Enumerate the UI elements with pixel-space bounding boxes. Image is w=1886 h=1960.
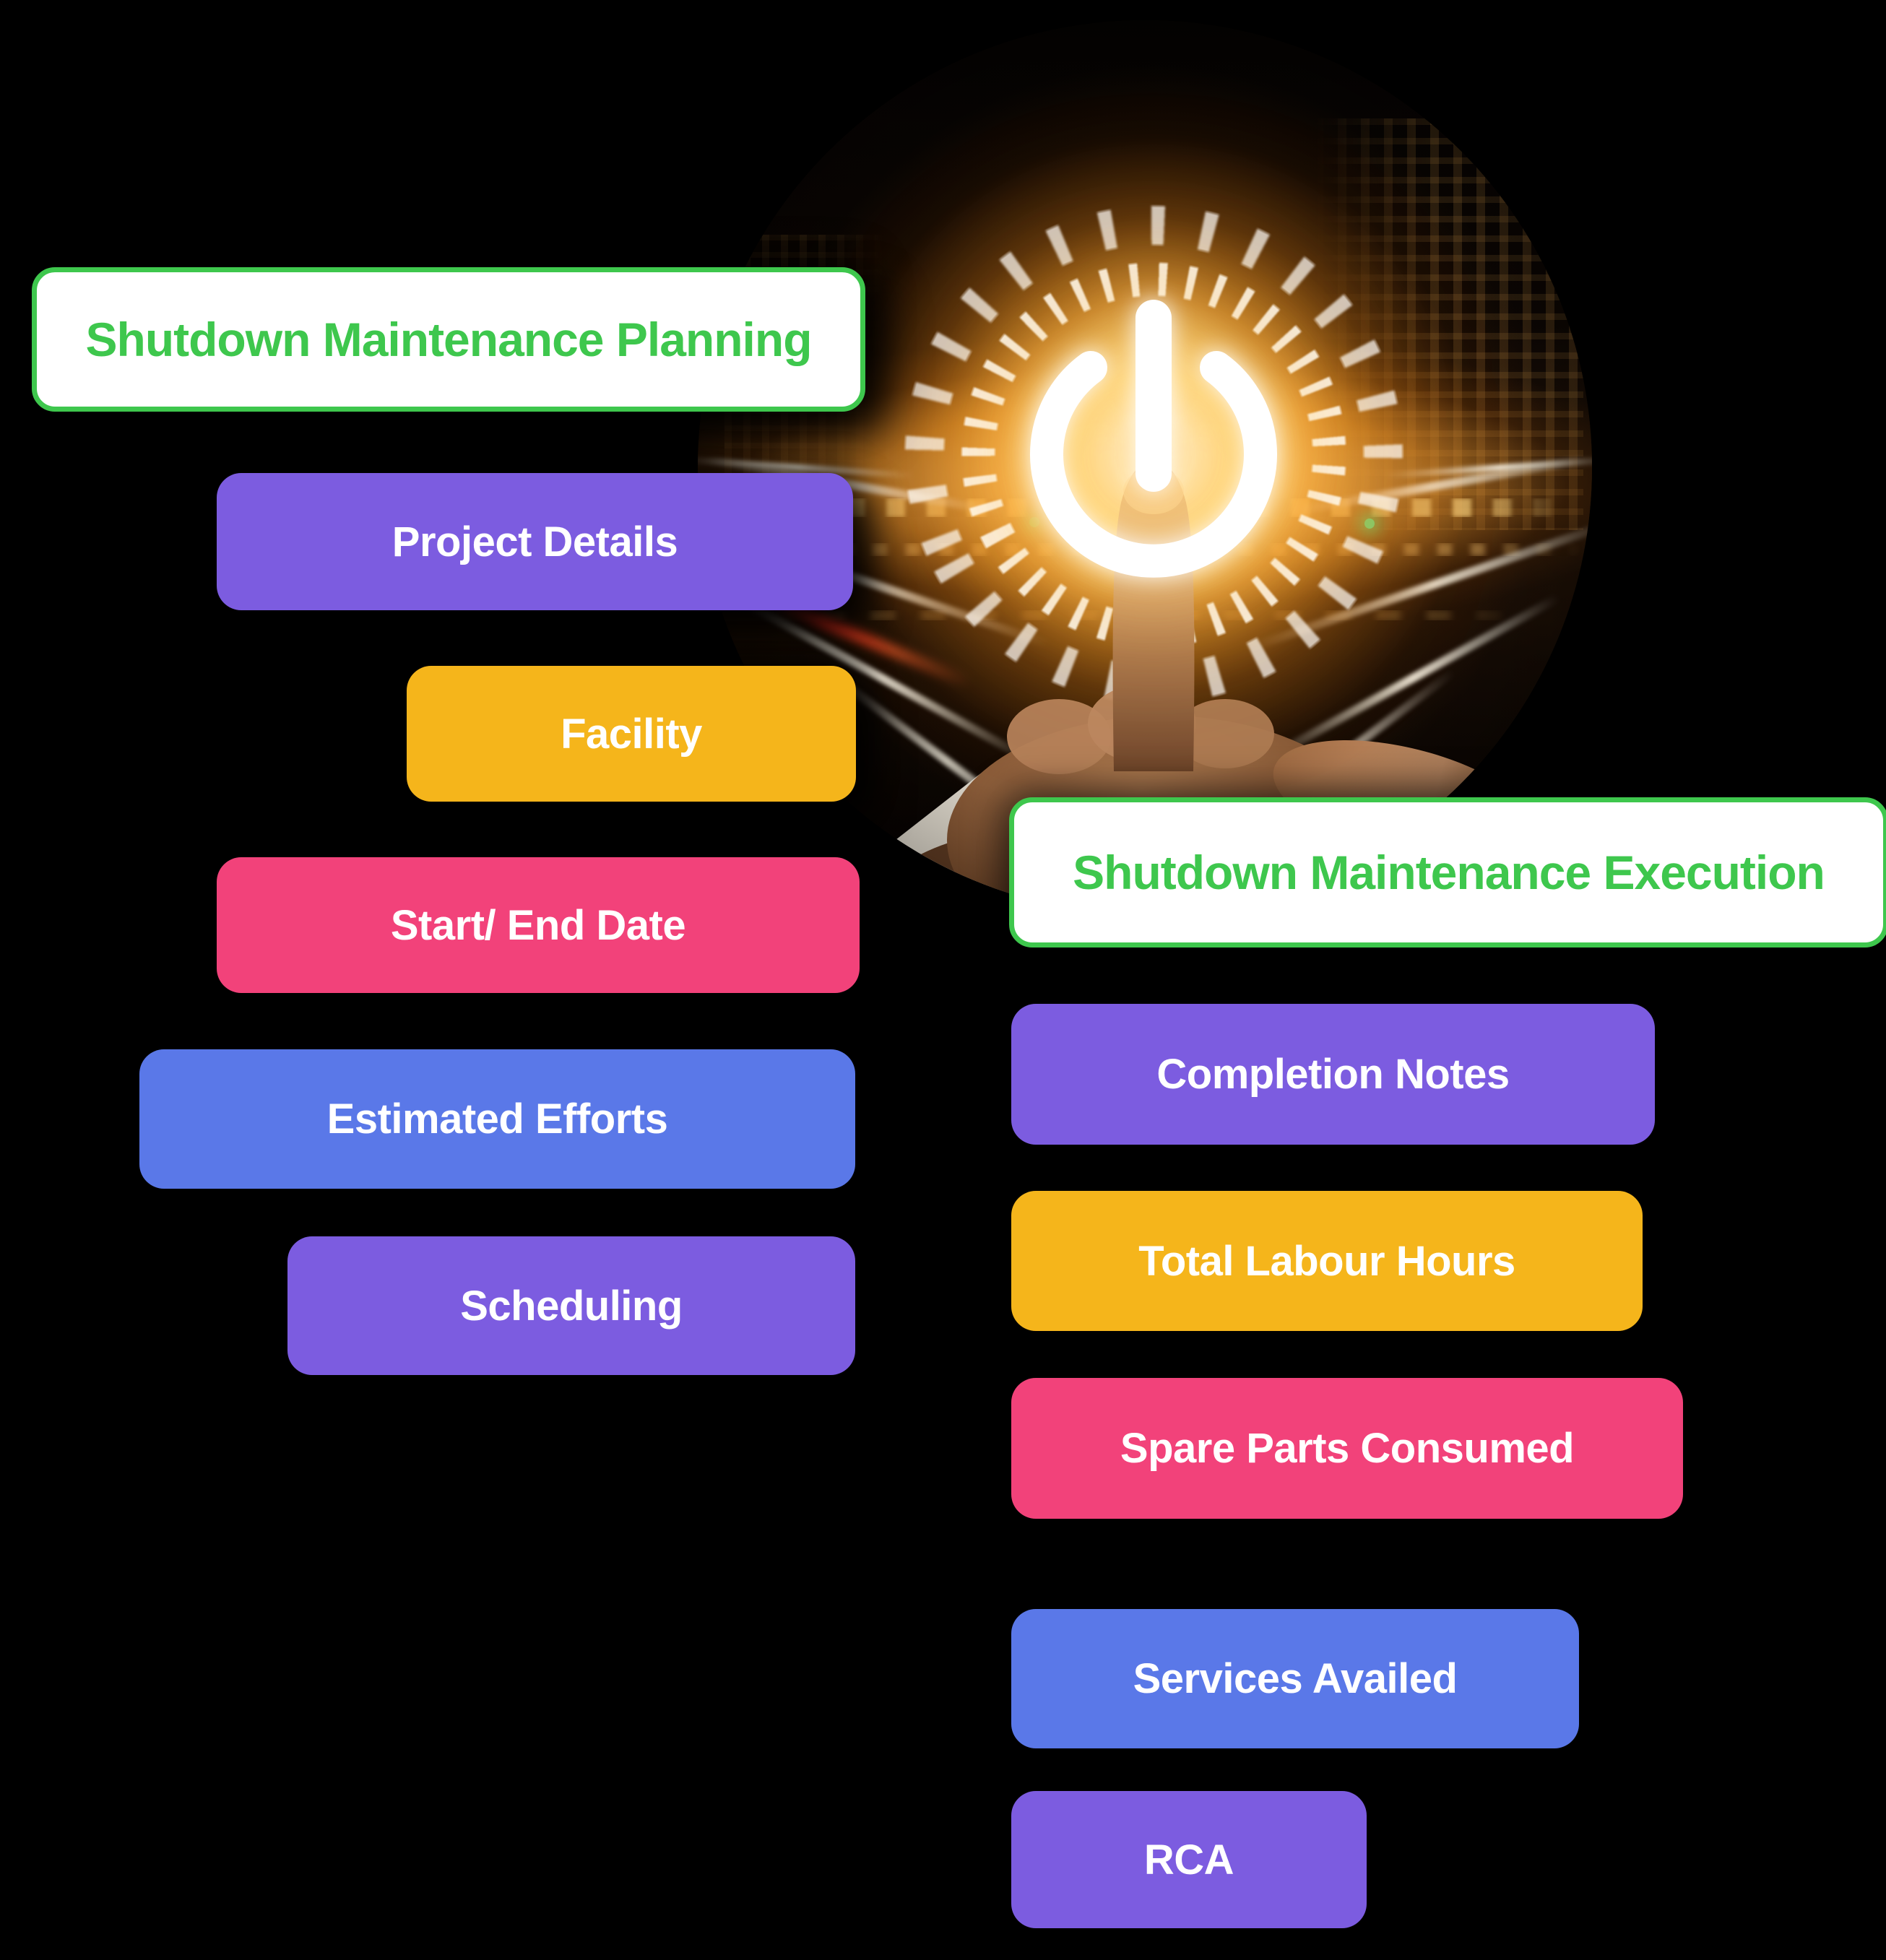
pill-label: Start/ End Date (390, 901, 686, 949)
pill-facility: Facility (407, 666, 856, 802)
pill-completion-notes: Completion Notes (1011, 1004, 1655, 1145)
pill-estimated-efforts: Estimated Efforts (139, 1049, 855, 1189)
pill-label: Spare Parts Consumed (1120, 1425, 1575, 1472)
pill-label: Services Availed (1133, 1655, 1458, 1702)
pill-label: RCA (1143, 1836, 1234, 1883)
pill-label: Scheduling (460, 1282, 683, 1330)
pill-label: Total Labour Hours (1138, 1237, 1515, 1285)
pill-label: Project Details (392, 518, 678, 565)
pill-total-labour-hours: Total Labour Hours (1011, 1191, 1643, 1331)
pill-start-end-date: Start/ End Date (217, 857, 860, 993)
pill-spare-parts-consumed: Spare Parts Consumed (1011, 1378, 1683, 1519)
pill-label: Estimated Efforts (326, 1096, 668, 1142)
header-shutdown-maintenance-planning: Shutdown Maintenance Planning (32, 267, 865, 412)
header-label: Shutdown Maintenance Planning (85, 313, 812, 366)
pill-scheduling: Scheduling (287, 1236, 855, 1375)
pill-label: Completion Notes (1156, 1051, 1510, 1098)
pill-rca: RCA (1011, 1791, 1367, 1928)
header-shutdown-maintenance-execution: Shutdown Maintenance Execution (1009, 797, 1886, 948)
pill-label: Facility (561, 710, 702, 758)
pill-services-availed: Services Availed (1011, 1609, 1579, 1748)
pill-project-details: Project Details (217, 473, 853, 610)
header-label: Shutdown Maintenance Execution (1073, 846, 1825, 899)
